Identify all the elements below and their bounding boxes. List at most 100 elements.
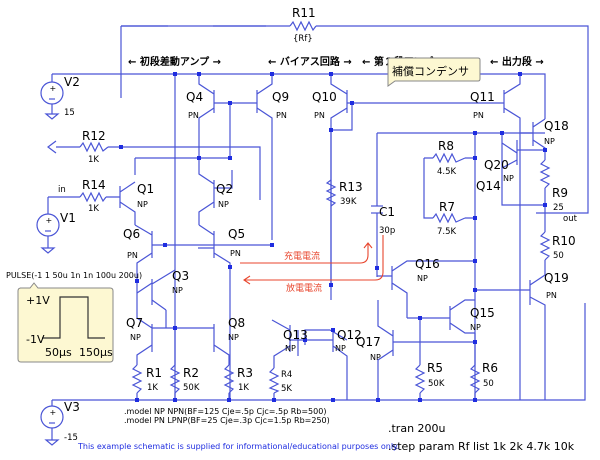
q1-model: NP [137,200,148,209]
resistor-r10[interactable] [539,231,551,261]
resistor-r8[interactable] [432,152,466,164]
r12-name: R12 [82,129,106,143]
junctions [119,72,547,402]
r10-name: R10 [552,234,576,248]
q1-name: Q1 [137,182,154,196]
q15-name: Q15 [470,306,495,320]
v1-value: PULSE(-1 1 50u 1n 1n 100u 200u) [6,271,142,280]
q11-name: Q11 [470,90,495,104]
section-headers: ← 初段差動アンプ → ← バイアス回路 → ← 第２段アンプ → ← 出力段 … [128,55,544,68]
r13-value: 39K [340,197,357,207]
r12-value: 1K [88,155,99,165]
section-first-stage: ← 初段差動アンプ → [128,55,221,68]
resistors [79,20,551,394]
capacitor-c1[interactable] [371,205,383,214]
q6-model: PN [127,251,138,260]
resistor-r5[interactable] [414,364,426,394]
charge-current-arrow [240,244,369,264]
plus-icon: + [50,84,57,93]
source-v3[interactable]: + [40,405,64,446]
q12-model: NP [335,344,346,353]
q10-name: Q10 [312,90,337,104]
q10-model: PN [314,111,325,120]
r7-name: R7 [439,200,455,214]
q16-model: NP [417,274,428,283]
step-directive: .step param Rf list 1k 2k 4.7k 10k [388,440,575,453]
resistor-r11[interactable] [289,20,317,32]
source-v2[interactable]: + [40,81,64,120]
q2-name: Q2 [216,182,233,196]
r8-name: R8 [438,139,454,153]
c1-name: C1 [379,205,395,219]
r3-name: R3 [237,366,253,380]
q13-model: NP [285,344,296,353]
r11-name: R11 [292,6,316,20]
pulse-t2: 150µs [79,346,113,359]
r4-value: 5K [281,384,292,394]
r4-name: R4 [281,370,292,380]
pulse-t1: 50µs [45,346,72,359]
q11-model: PN [473,111,484,120]
v3-value: -15 [64,433,78,443]
resistor-r1[interactable] [131,364,143,394]
r11-value: {Rf} [293,34,313,44]
q6-name: Q6 [123,227,140,241]
net-in: in [58,185,66,195]
r3-value: 1K [238,383,249,393]
q14-name: Q14 [476,179,501,193]
q12-name: Q12 [337,328,362,342]
plus-icon: + [50,408,57,417]
pulse-low: -1V [26,333,45,346]
resistor-r14[interactable] [79,191,107,203]
v1-name: V1 [60,211,76,225]
r7-value: 7.5K [437,227,457,237]
q19-name: Q19 [544,271,569,285]
r1-name: R1 [146,366,162,380]
r9-name: R9 [552,186,568,200]
r8-value: 4.5K [437,167,457,177]
r1-value: 1K [147,383,158,393]
discharge-current-arrow [245,235,384,281]
c1-value: 30p [379,226,395,236]
q8-name: Q8 [228,316,245,330]
r2-value: 50K [183,383,200,393]
q8-model: NP [228,333,239,342]
q18-name: Q18 [544,119,569,133]
resistor-r13[interactable] [325,179,337,207]
component-labels: R11 {Rf} V2 15 R12 1K in R14 1K V1 PULSE… [6,6,578,443]
r5-value: 50K [428,379,445,389]
q17-name: Q17 [356,335,381,349]
model-np: .model NP NPN(BF=125 Cje=.5p Cjc=.5p Rb=… [124,407,326,416]
resistor-r12[interactable] [79,141,109,153]
r10-value: 50 [553,251,564,261]
r14-name: R14 [82,178,106,192]
source-v1[interactable]: + [36,196,66,254]
compensation-callout: 補償コンデンサ [387,57,481,87]
q16-name: Q16 [415,257,440,271]
resistor-r7[interactable] [432,212,466,224]
v2-value: 15 [64,108,75,118]
q5-name: Q5 [228,227,245,241]
ground-icon [40,247,56,254]
q20-name: Q20 [484,158,509,172]
section-output: ← 出力段 → [490,55,544,68]
resistor-r4[interactable] [268,367,280,394]
q19-model: PN [546,291,557,300]
q15-model: NP [470,323,481,332]
compensation-cap-label: 補償コンデンサ [392,64,469,78]
q5-model: PN [230,249,241,258]
q9-name: Q9 [272,90,289,104]
ground-icon [44,439,60,446]
r6-value: 50 [483,379,494,389]
resistor-r6[interactable] [469,364,481,394]
q7-model: NP [130,333,141,342]
resistor-r9[interactable] [539,159,551,189]
resistor-r2[interactable] [169,364,181,394]
pulse-waveform [42,296,105,339]
v2-name: V2 [64,75,80,89]
net-out: out [563,214,578,224]
q3-model: NP [172,286,183,295]
footer-note: This example schematic is supplied for i… [77,442,399,451]
current-arrows: 充電電流 放電電流 [240,235,384,294]
resistor-r3[interactable] [223,364,235,394]
